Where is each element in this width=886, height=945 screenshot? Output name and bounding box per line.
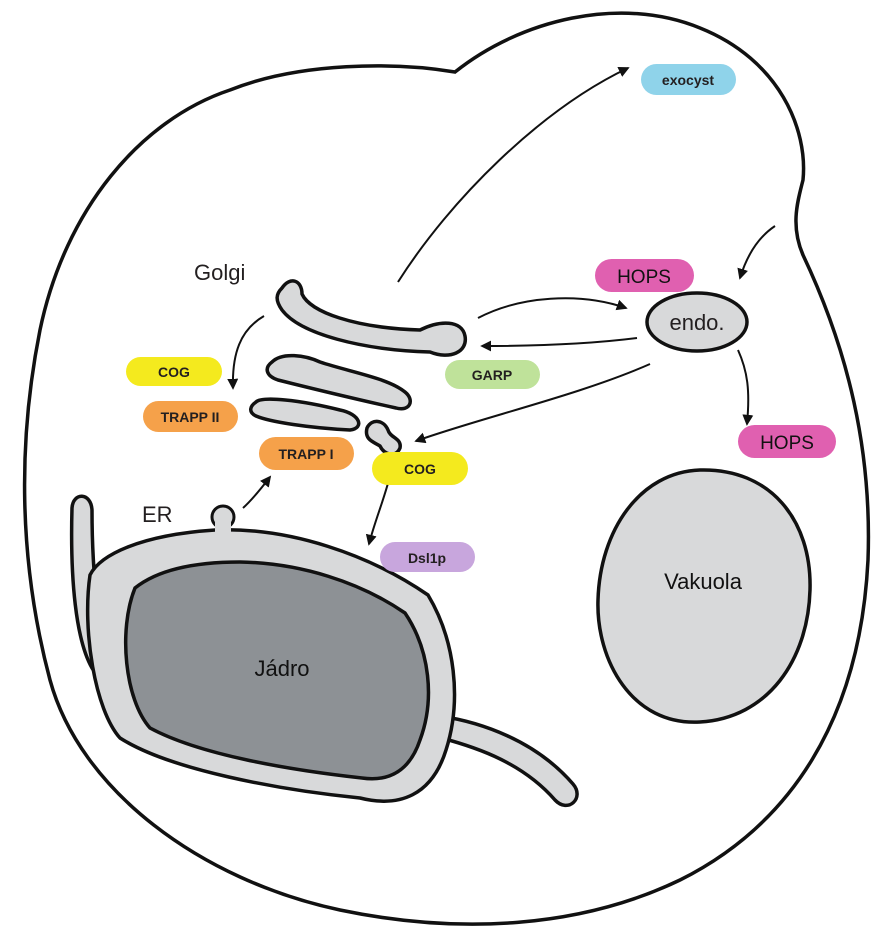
hops-bottom-label: HOPS [760,433,814,454]
arrow-golgi-to-exocyst [397,66,630,283]
golgi-cisterna-4 [364,419,402,456]
arrow-golgi-to-endosome [477,297,628,319]
golgi-label: Golgi [194,260,245,285]
exocyst-pill: exocyst [641,64,736,95]
nucleus-label: Jádro [254,656,309,681]
dsl1p-pill: Dsl1p [380,542,475,572]
hops-top-label: HOPS [617,267,671,288]
endosome-label: endo. [669,310,724,335]
vacuole-label: Vakuola [664,569,743,594]
arrow-golgi-intra [227,315,265,390]
trapp-ii-label: TRAPP II [161,409,220,425]
trapp-i-pill: TRAPP I [259,437,354,470]
cog-pill-left: COG [126,357,222,386]
garp-pill: GARP [445,360,540,389]
golgi-cisterna-3 [249,397,361,432]
hops-pill-top: HOPS [595,259,694,292]
arrow-endosome-to-vacuole [737,349,754,426]
nucleus [123,560,431,781]
arrow-endosome-to-golgi [480,337,638,352]
vacuole [596,468,812,724]
dsl1p-label: Dsl1p [408,550,446,566]
er-tube-bottom [428,714,579,808]
cog-left-label: COG [158,364,190,380]
golgi-cisterna-2 [265,353,412,411]
arrow-er-to-golgi [242,475,272,509]
cog-right-label: COG [404,461,436,477]
exocyst-label: exocyst [662,72,714,88]
cog-pill-right: COG [372,452,468,485]
trapp-i-label: TRAPP I [279,446,334,462]
endosome [645,291,749,353]
garp-label: GARP [472,367,512,383]
arrow-endosome-to-late-golgi [414,363,651,444]
trapp-ii-pill: TRAPP II [143,401,238,432]
golgi-cisterna-1 [275,279,467,357]
hops-pill-bottom: HOPS [738,425,836,458]
er-label: ER [142,502,173,527]
arrow-into-endosome [737,225,776,280]
